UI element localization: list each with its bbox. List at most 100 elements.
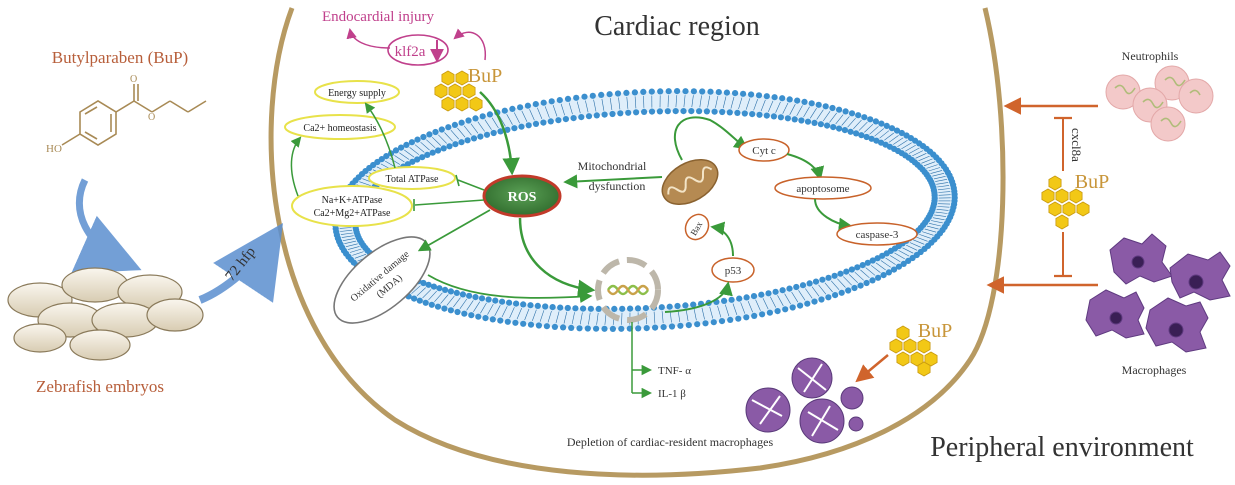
bup-right-label: BuP [1075,171,1109,193]
lipid-head [548,98,555,105]
lipid-head [435,147,442,154]
lipid-head [532,101,539,108]
lipid-head [458,139,465,146]
lipid-head [931,189,938,196]
lipid-tail [341,235,354,238]
ca-homeostasis-node [284,114,396,140]
lipid-head [872,118,880,125]
lipid-tail [864,123,874,133]
lipid-head [429,149,436,156]
lipid-tail [870,265,881,273]
lipid-tail [404,149,415,158]
lipid-tail [618,97,621,110]
lipid-head [589,92,596,99]
butylparaben-structure-icon [61,84,207,146]
lipid-head [791,116,798,123]
compound-label: Butylparaben (BuP) [52,48,188,67]
lipid-tail [837,278,846,288]
neutrophils-label: Neutrophils [1122,49,1179,63]
lipid-head [951,188,958,195]
lipid-head [442,286,449,293]
lipid-head [479,113,486,120]
bup-hexagon [924,351,938,367]
mito-to-cytc-arrow [673,116,749,161]
lipid-head [557,304,564,311]
lipid-head [424,151,431,158]
lipid-head [438,126,445,133]
lipid-head [883,122,890,129]
lipid-head [853,130,860,137]
lipid-tail [816,109,824,120]
lipid-tail [860,269,870,279]
lipid-tail [921,158,933,164]
lipid-tail [932,217,945,221]
klf2a-label: klf2a [395,44,426,60]
lipid-head [478,295,486,302]
lipid-head [854,264,861,271]
lipid-tail [928,167,941,172]
lipid-head [890,266,898,273]
dna-icon [595,257,661,323]
lipid-head [794,97,801,104]
lipid-head [593,112,600,119]
lipid-head [432,128,439,136]
lipid-head [524,102,532,109]
lipid-head [452,141,459,148]
lipid-tail [563,311,568,324]
lipid-head [836,125,843,132]
lipid-head [618,325,625,332]
lipid-tail [913,239,925,245]
lipid-tail [529,109,535,121]
lipid-head [656,108,664,115]
caspase3-label: caspase-3 [856,229,899,241]
bup-hexagon [1055,214,1069,230]
lipid-tail [777,295,784,306]
lipid-head [723,89,731,96]
depleted-macrophage-icon [745,357,864,444]
lipid-head [434,303,442,310]
lipid-tail [919,234,931,239]
lipid-head [848,110,856,117]
lipid-head [475,313,482,320]
dna-to-p53-arrow [664,281,733,313]
hexagon-cluster-icon [434,70,483,112]
lipid-tail [699,95,702,108]
mito-label-2: dysfunction [589,179,646,193]
lipid-head [470,135,478,142]
bup-hexagon [1076,201,1090,217]
lipid-head [562,116,570,123]
lipid-head [875,274,882,281]
lipid-tail [509,307,515,319]
lipid-tail [588,312,591,325]
ca-homeostasis-label: Ca2+ homeostasis [303,123,376,134]
lipid-head [751,312,758,319]
inhibit-bar-1 [455,174,460,187]
lipid-tail [858,121,868,131]
lipid-head [804,118,812,125]
lipid-tail [571,312,575,325]
bup-hexagon [903,338,917,354]
lipid-head [560,324,567,331]
lipid-head [734,109,741,116]
lipid-tail [841,116,850,126]
lipid-tail [809,108,817,119]
lipid-head [642,305,650,312]
lipid-head [383,153,390,160]
il1-label: IL-1 β [658,388,686,400]
lipid-tail [661,311,664,324]
lipid-head [711,108,718,115]
lipid-head [643,325,650,332]
lipid-tail [466,300,474,311]
lipid-head [765,290,772,297]
lipid-head [837,270,844,277]
caspase3-node [836,222,918,246]
lipid-head [464,137,471,144]
lipid-head [822,103,829,110]
lipid-tail [457,127,466,138]
lipid-head [540,119,547,126]
lipid-head [535,322,543,329]
lipid-tail [829,112,837,123]
lipid-tail [853,119,862,130]
lipid-head [772,288,779,295]
lipid-tail [929,223,941,227]
